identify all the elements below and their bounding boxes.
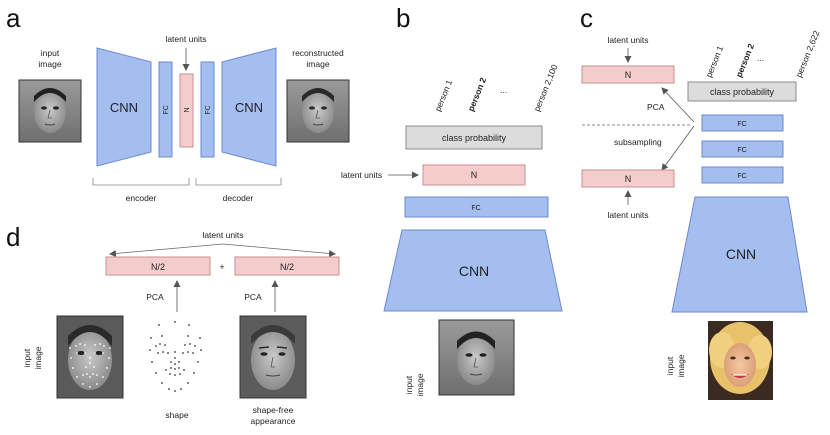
c-person-1: person 1 xyxy=(704,44,726,79)
c-fc-label-1: FC xyxy=(737,121,746,128)
d-shape-free-appearance-image xyxy=(239,315,307,399)
d-shape-label: shape xyxy=(165,410,188,420)
d-latent-arrow-right xyxy=(222,243,336,257)
a-decoder-cnn-label: CNN xyxy=(235,100,263,115)
a-encoder-label: encoder xyxy=(126,193,157,203)
d-appearance-label-2: appearance xyxy=(251,416,296,426)
c-input-color-face-image xyxy=(708,321,773,400)
c-cnn-block xyxy=(671,196,808,313)
b-person-ellipsis: ... xyxy=(500,85,507,95)
d-pca-right-label: PCA xyxy=(244,292,262,302)
panel-letter-b: b xyxy=(396,3,410,33)
c-subsampling-arrow xyxy=(661,125,695,171)
c-class-probability-box xyxy=(687,81,797,102)
d-input-label-2: image xyxy=(33,346,43,369)
c-fc-label-3: FC xyxy=(737,173,746,180)
d-n2-right-block xyxy=(234,256,340,276)
c-latent-n-bottom-block xyxy=(581,169,675,188)
d-n2-right-label: N/2 xyxy=(280,262,294,272)
c-latent-units-bottom-label: latent units xyxy=(607,210,648,220)
d-n2-left-block xyxy=(105,256,211,276)
d-plus-sign: + xyxy=(219,262,224,272)
a-encoder-bracket xyxy=(92,178,190,186)
d-latent-units-label: latent units xyxy=(202,230,243,240)
a-decoder-cnn-block xyxy=(221,47,277,167)
a-encoder-cnn-block xyxy=(96,47,152,167)
c-fc-block-2 xyxy=(701,140,784,158)
a-latent-units-label: latent units xyxy=(165,34,206,44)
a-recon-label-1: reconstructed xyxy=(292,48,344,58)
a-latent-n-label: N xyxy=(184,107,191,112)
a-reconstructed-face-image xyxy=(286,79,350,143)
a-input-face-image xyxy=(18,79,82,143)
c-latent-n-bottom-label: N xyxy=(625,174,632,184)
b-latent-units-label: latent units xyxy=(341,170,382,180)
d-n2-left-label: N/2 xyxy=(151,262,165,272)
c-pca-arrow xyxy=(661,87,695,123)
panel-letter-c: c xyxy=(580,3,593,33)
b-latent-n-block xyxy=(422,164,526,186)
c-person-ellipsis: ... xyxy=(757,53,764,63)
c-cnn-label: CNN xyxy=(726,246,756,262)
d-latent-arrow-left xyxy=(109,243,224,257)
a-decoder-fc-block xyxy=(200,61,215,158)
b-input-label-1: input xyxy=(404,375,414,394)
b-input-face-image xyxy=(438,319,515,396)
c-latent-n-top-label: N xyxy=(625,70,632,80)
a-decoder-fc-label: FC xyxy=(205,105,212,114)
a-decoder-bracket xyxy=(195,178,282,186)
b-class-probability-box xyxy=(405,125,543,150)
c-fc-block-1 xyxy=(701,114,784,132)
panel-letter-a: a xyxy=(6,3,21,33)
a-encoder-fc-block xyxy=(158,61,173,158)
c-latent-n-top-block xyxy=(581,65,675,84)
a-latent-n-block xyxy=(179,73,194,148)
a-input-label-1: input xyxy=(41,48,60,58)
a-decoder-label: decoder xyxy=(223,193,254,203)
d-input-face-landmarks-image xyxy=(56,315,124,399)
a-input-label-2: image xyxy=(38,59,61,69)
b-input-label-2: image xyxy=(415,373,425,396)
d-input-label-1: input xyxy=(22,348,32,367)
a-encoder-cnn-label: CNN xyxy=(110,100,138,115)
b-cnn-block xyxy=(383,229,563,312)
b-person-1: person 1 xyxy=(433,78,455,113)
c-person-2: person 2 xyxy=(734,42,757,79)
c-latent-units-top-label: latent units xyxy=(607,35,648,45)
c-fc-block-3 xyxy=(701,166,784,184)
c-input-label-1: input xyxy=(665,356,675,375)
b-fc-label: FC xyxy=(471,205,480,212)
b-fc-block xyxy=(404,196,549,218)
c-pca-label: PCA xyxy=(647,102,665,112)
b-latent-n-label: N xyxy=(471,170,478,180)
d-shape-landmark-points xyxy=(149,321,202,392)
a-encoder-fc-label: FC xyxy=(163,105,170,114)
b-person-last: person 2,100 xyxy=(532,63,560,113)
c-class-probability-label: class probability xyxy=(710,87,775,97)
b-class-probability-label: class probability xyxy=(442,133,507,143)
d-pca-left-label: PCA xyxy=(146,292,164,302)
c-person-last: person 2,622 xyxy=(794,29,822,79)
panel-letter-d: d xyxy=(6,222,20,252)
d-appearance-label-1: shape-free xyxy=(253,405,294,415)
c-fc-label-2: FC xyxy=(737,147,746,154)
a-recon-label-2: image xyxy=(306,59,329,69)
b-person-2: person 2 xyxy=(466,76,489,113)
c-subsampling-label: subsampling xyxy=(614,137,662,147)
c-input-label-2: image xyxy=(676,354,686,377)
b-cnn-label: CNN xyxy=(459,263,489,279)
